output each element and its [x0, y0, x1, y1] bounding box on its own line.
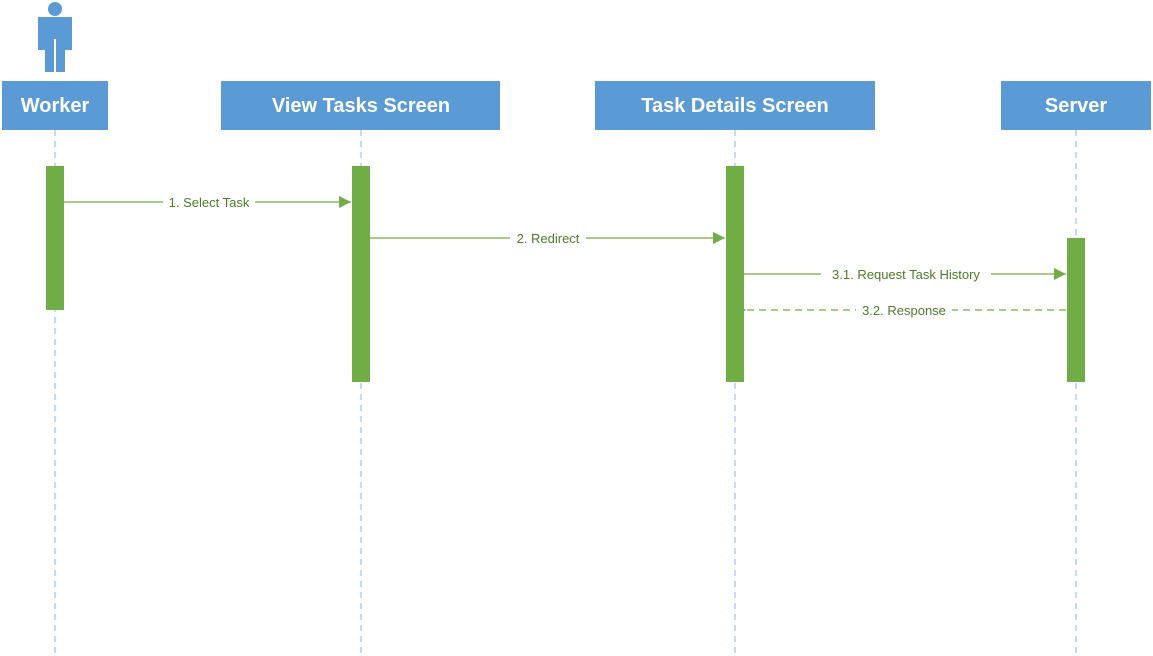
message-2: 2. Redirect: [370, 230, 725, 246]
participant-view-tasks: View Tasks Screen: [221, 81, 500, 130]
message-2-label-bg: [510, 230, 586, 246]
activation-worker: [46, 166, 64, 310]
participant-view-tasks-label: View Tasks Screen: [272, 95, 450, 117]
participant-server: Server: [1001, 81, 1151, 130]
activation-server: [1067, 238, 1085, 382]
message-1-label-bg: [163, 194, 255, 210]
participant-task-details: Task Details Screen: [595, 81, 875, 130]
person-icon: [38, 2, 72, 72]
participant-worker: Worker: [2, 81, 108, 130]
activation-task-details: [726, 166, 744, 382]
message-3-1: 3.1. Request Task History: [744, 266, 1066, 282]
message-2-label: 2. Redirect: [517, 231, 580, 246]
activations: [46, 166, 1085, 382]
message-1: 1. Select Task: [64, 194, 351, 210]
message-3-2: 3.2. Response: [745, 302, 1066, 318]
participant-view-tasks-box: [221, 81, 500, 130]
message-3-1-label-bg: [821, 266, 991, 282]
participant-task-details-label: Task Details Screen: [641, 95, 829, 117]
activation-view-tasks: [352, 166, 370, 382]
message-3-2-label-bg: [856, 302, 952, 318]
message-1-label: 1. Select Task: [169, 195, 250, 210]
participant-server-box: [1001, 81, 1151, 130]
message-3-2-label: 3.2. Response: [862, 303, 946, 318]
participant-server-label: Server: [1045, 95, 1107, 117]
participant-task-details-box: [595, 81, 875, 130]
participant-worker-label: Worker: [21, 95, 90, 117]
message-3-1-label: 3.1. Request Task History: [832, 267, 980, 282]
participant-worker-box: [2, 81, 108, 130]
